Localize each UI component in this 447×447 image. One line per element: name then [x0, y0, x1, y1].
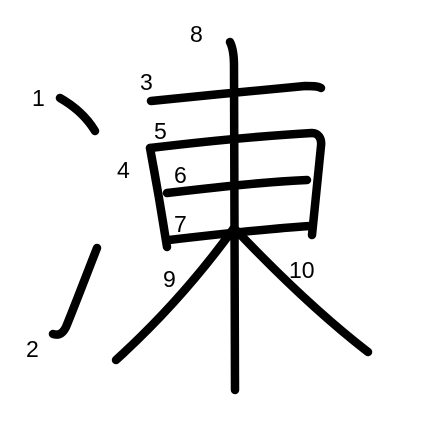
stroke-9	[111, 223, 239, 365]
stroke-number-5: 5	[154, 118, 167, 144]
stroke-number-4: 4	[117, 157, 130, 183]
stroke-number-8: 8	[190, 21, 203, 47]
stroke-number-1: 1	[32, 85, 45, 111]
stroke-10	[229, 223, 373, 357]
stroke-5	[145, 128, 326, 240]
stroke-number-9: 9	[163, 266, 176, 292]
stroke-number-7: 7	[174, 211, 187, 237]
stroke-8	[225, 37, 240, 395]
stroke-number-10: 10	[289, 257, 315, 283]
stroke-1	[55, 93, 100, 136]
stroke-number-2: 2	[26, 336, 39, 362]
stroke-4	[145, 143, 172, 252]
stroke-number-3: 3	[140, 69, 153, 95]
stroke-3	[146, 81, 326, 106]
stroke-2	[48, 243, 102, 339]
stroke-number-6: 6	[174, 162, 187, 188]
